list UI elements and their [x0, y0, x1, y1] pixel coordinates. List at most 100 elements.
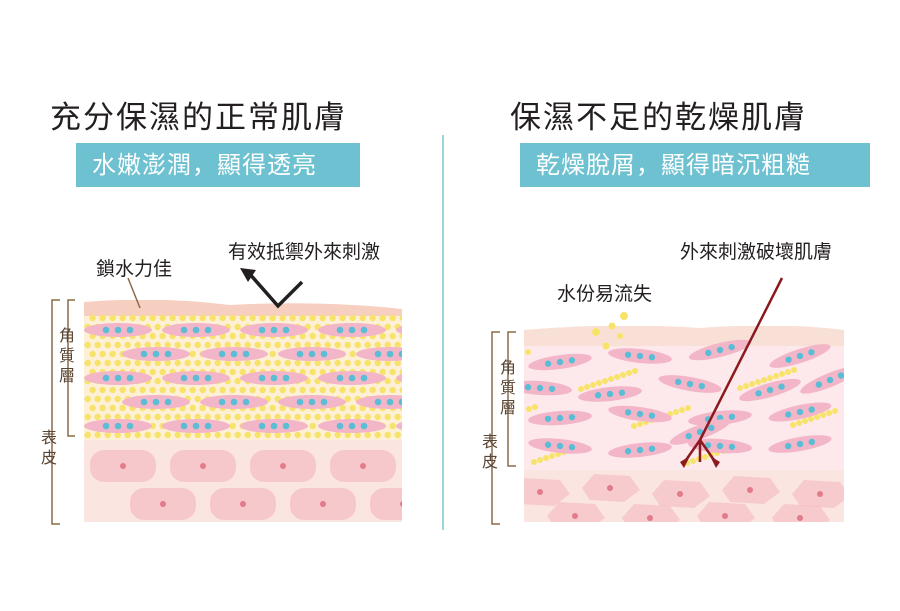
cell-nucleus-dot: [282, 422, 290, 430]
lipid-dot: [304, 341, 311, 349]
lipid-dot: [279, 386, 286, 394]
lipid-dot: [159, 332, 166, 340]
cell-nucleus-dot: [427, 423, 434, 430]
lipid-dot: [384, 359, 391, 367]
lipid-dot: [184, 359, 191, 367]
cell-nucleus-dot: [716, 346, 724, 354]
epidermal-nucleus: [797, 515, 803, 521]
cell-nucleus-dot: [624, 448, 632, 455]
cell-nucleus-dot: [674, 378, 682, 386]
lipid-dot: [129, 386, 136, 394]
lipid-dot: [334, 341, 341, 349]
corneocyte: [608, 405, 672, 423]
lipid-dot: [324, 413, 331, 421]
epidermal-nucleus: [360, 463, 366, 469]
lipid-dot: [284, 413, 291, 421]
cell-nucleus-dot: [755, 390, 762, 397]
right-stratum-corneum-label: 角 質 層: [499, 358, 516, 417]
cell-nucleus-dot: [374, 398, 382, 406]
lipid-dot: [194, 431, 201, 439]
dry-lower-cells: [524, 474, 844, 522]
corneocyte: [658, 375, 722, 393]
lipid-dot: [199, 314, 206, 322]
lipid-dot: [114, 413, 121, 421]
cell-nucleus-dot: [398, 350, 402, 358]
cell-nucleus-dot: [114, 422, 122, 430]
lipid-dot: [164, 413, 171, 421]
lipid-dot: [284, 341, 291, 349]
cell-nucleus-dot: [270, 374, 278, 382]
lipid-dot: [796, 420, 802, 426]
lipid-dot: [394, 413, 401, 421]
lipid-dot: [632, 368, 638, 374]
lipid-dot: [354, 341, 361, 349]
cell-nucleus-dot: [568, 444, 576, 451]
lipid-dot: [294, 341, 301, 349]
lipid-dot: [229, 332, 236, 340]
panel-divider: [442, 135, 444, 530]
epidermal-nucleus: [400, 501, 402, 507]
cell-nucleus-dot: [230, 398, 238, 406]
lipid-dot: [109, 386, 116, 394]
cell-nucleus-dot: [164, 350, 172, 358]
lipid-dot: [284, 431, 291, 439]
lipid-dot: [755, 379, 761, 385]
cell-nucleus-dot: [296, 398, 304, 406]
cell-nucleus-dot: [270, 422, 278, 430]
lipid-dot: [154, 377, 161, 385]
lipid-dot: [608, 376, 614, 382]
lipid-dot: [384, 341, 391, 349]
lipid-dot: [334, 359, 341, 367]
lipid-dot: [626, 370, 632, 376]
cell-nucleus-dot: [439, 375, 446, 382]
lipid-dot: [820, 412, 826, 418]
cell-nucleus-dot: [648, 354, 656, 361]
water-loss-label: 水份易流失: [557, 283, 653, 305]
lipid-dot: [164, 341, 171, 349]
lipid-dot: [249, 386, 256, 394]
lipid-dot: [349, 350, 356, 358]
cell-nucleus-dot: [427, 327, 434, 334]
cell-nucleus-dot: [439, 327, 446, 334]
corneocyte: [688, 410, 752, 426]
lipid-dot: [294, 413, 301, 421]
epidermal-nucleus: [240, 501, 246, 507]
lipid-dot: [543, 455, 549, 461]
lipid-dot: [359, 314, 366, 322]
corneocyte: [608, 442, 672, 458]
lipid-dot: [149, 386, 156, 394]
lipid-dot: [309, 422, 316, 430]
epidermal-nucleus: [677, 491, 683, 497]
lipid-dot: [159, 386, 166, 394]
healthy-lower-cells: [90, 450, 402, 520]
lipid-dot: [84, 413, 91, 421]
cell-nucleus-dot: [556, 414, 564, 422]
lipid-dot: [364, 413, 371, 421]
epidermal-nucleus: [320, 501, 326, 507]
lipid-dot: [174, 431, 181, 439]
lipid-dot: [584, 384, 590, 390]
lipid-dot: [394, 359, 401, 367]
lipid-dot: [124, 359, 131, 367]
corneocyte: [396, 371, 402, 385]
cell-nucleus-dot: [808, 349, 815, 356]
lipid-dot: [239, 368, 246, 376]
lipid-dot: [219, 386, 226, 394]
lipid-dot: [144, 431, 151, 439]
epidermal-nucleus: [817, 491, 823, 497]
cell-nucleus-dot: [320, 398, 328, 406]
lipid-dot: [264, 341, 271, 349]
cell-nucleus-dot: [568, 357, 576, 364]
lipid-dot: [214, 359, 221, 367]
lipid-dot: [164, 431, 171, 439]
lipid-dot: [349, 314, 356, 322]
lipid-dot: [229, 422, 236, 430]
lipid-dot: [204, 359, 211, 367]
cell-nucleus-dot: [164, 398, 172, 406]
lipid-dot: [269, 404, 276, 412]
lipid-dot: [802, 418, 808, 424]
lipid-dot: [314, 413, 321, 421]
cell-nucleus-dot: [152, 350, 160, 358]
lipid-dot: [84, 431, 91, 439]
